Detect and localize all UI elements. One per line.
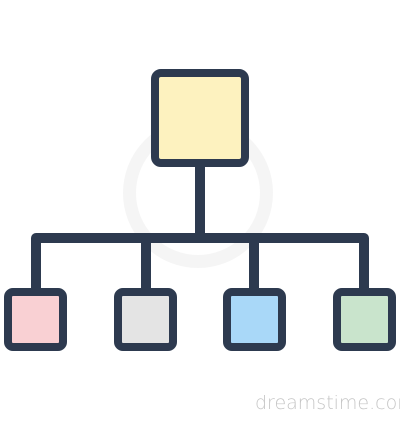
child-node-3 [223,288,286,351]
watermark-text: dreamstime.com [255,392,400,414]
branch-bar [31,233,369,297]
child-node-4 [333,288,396,351]
root-node [151,69,249,167]
connector-lines [31,155,369,297]
child-node-1 [4,288,67,351]
child-node-2 [114,288,177,351]
